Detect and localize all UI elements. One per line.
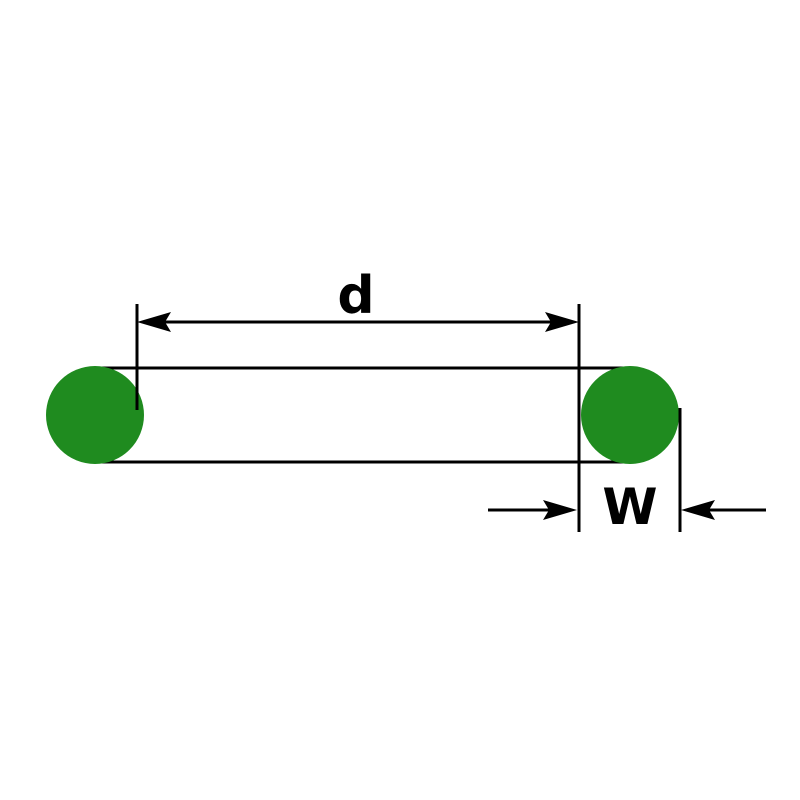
oring-cross-section-left <box>46 366 144 464</box>
w-dimension-label: W <box>602 478 657 536</box>
d-arrowhead-left <box>137 312 171 332</box>
w-arrowhead-right <box>681 500 715 520</box>
w-arrowhead-left <box>543 500 577 520</box>
oring-cross-section-right <box>581 366 679 464</box>
d-dimension-label: d <box>337 266 374 326</box>
d-arrowhead-right <box>545 312 579 332</box>
